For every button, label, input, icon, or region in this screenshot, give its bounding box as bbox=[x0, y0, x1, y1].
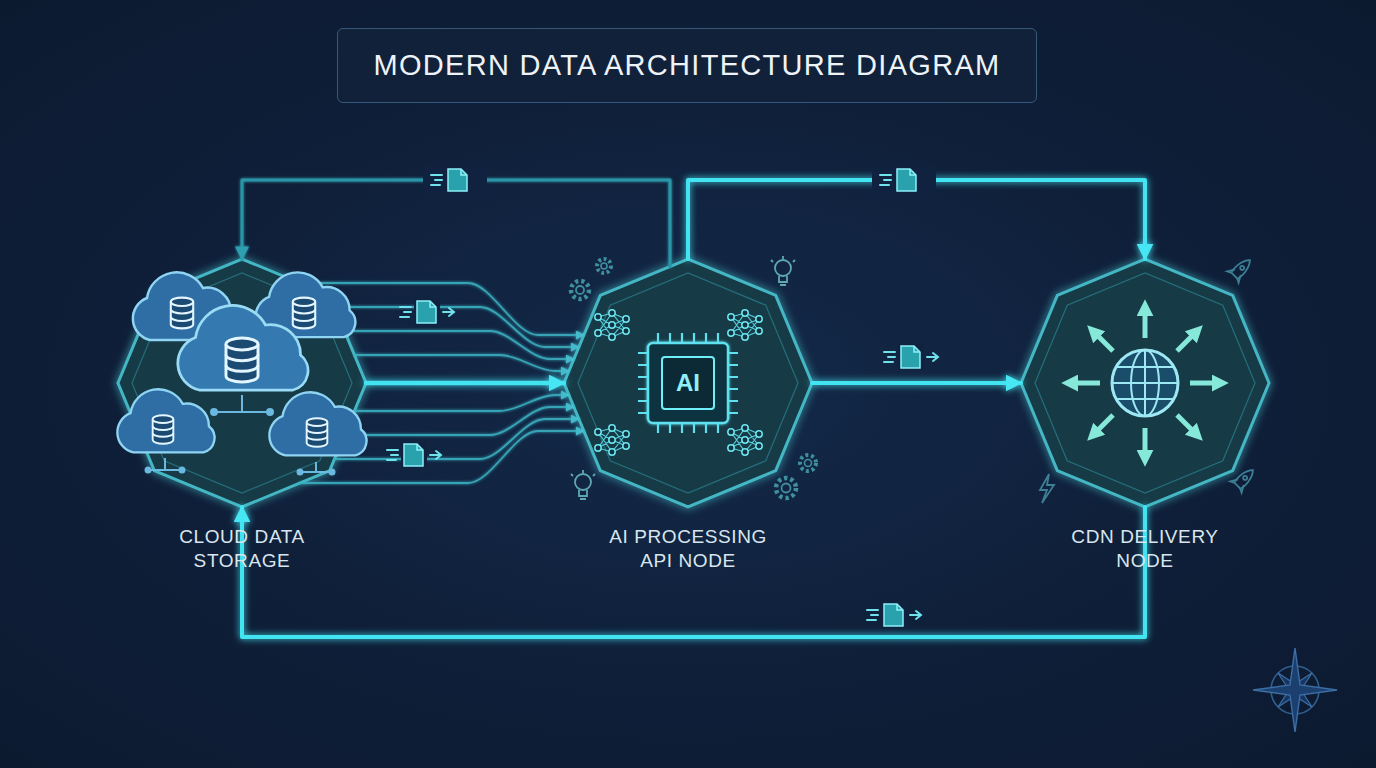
data-flow-arrow bbox=[366, 381, 564, 386]
gear-icon-part bbox=[776, 478, 796, 498]
octagon-node: CLOUD DATA STORAGE bbox=[114, 255, 370, 511]
compass-rose bbox=[1253, 648, 1337, 732]
data-flow-arrow bbox=[344, 407, 573, 435]
connector-group bbox=[242, 180, 1145, 637]
lightning-icon bbox=[1040, 474, 1054, 503]
rocket-icon-part-part bbox=[1239, 265, 1245, 271]
node-label: AI PROCESSING API NODE bbox=[596, 525, 781, 573]
data-flow-arrow bbox=[354, 355, 569, 371]
bulb-icon-part bbox=[775, 260, 791, 276]
node-label: CLOUD DATA STORAGE bbox=[150, 525, 335, 573]
gear-icon-part bbox=[597, 259, 611, 273]
chip-label: AI bbox=[658, 368, 718, 398]
rocket-icon-part-part bbox=[1230, 476, 1246, 492]
compass-rose-part bbox=[1278, 673, 1312, 707]
data-flow-arrow bbox=[344, 331, 573, 359]
title-box: MODERN DATA ARCHITECTURE DIAGRAM bbox=[337, 28, 1037, 103]
data-packet-icon bbox=[884, 344, 938, 370]
compass-rose-part bbox=[1253, 648, 1337, 732]
octagon-inner-ring bbox=[578, 273, 798, 493]
octagon-inner-ring bbox=[132, 273, 352, 493]
data-packet-icon bbox=[867, 602, 921, 628]
data-flow-arrow bbox=[688, 180, 1145, 259]
data-flow-arrow bbox=[354, 395, 569, 411]
octagon-node: CDN DELIVERY NODE bbox=[1017, 255, 1273, 511]
data-flow-arrow bbox=[812, 381, 1021, 385]
bulb-icon-part bbox=[771, 256, 795, 285]
octagon-border bbox=[1021, 259, 1269, 507]
octagon-node: AIAI PROCESSING API NODE bbox=[560, 255, 816, 511]
octagon-border bbox=[118, 259, 366, 507]
octagon-outline bbox=[114, 255, 370, 511]
gear-icon-part bbox=[805, 460, 812, 467]
rocket-icon-part-part bbox=[1242, 475, 1248, 481]
data-packet-icon bbox=[400, 299, 454, 325]
rocket-icon-part-part bbox=[1234, 466, 1257, 489]
data-packet-icon bbox=[872, 167, 936, 193]
bulb-icon-part bbox=[571, 470, 595, 499]
network-connector-part bbox=[146, 468, 151, 473]
data-packet-icon bbox=[423, 167, 487, 193]
bulb-icon-part bbox=[575, 474, 591, 490]
data-flow-arrow bbox=[242, 180, 670, 266]
rocket-icon-part-part bbox=[1227, 266, 1243, 282]
gear-icon-part bbox=[782, 484, 791, 493]
rocket-icon-part bbox=[1227, 254, 1255, 282]
octagon-outline bbox=[1017, 255, 1273, 511]
gear-icon-part bbox=[800, 455, 816, 471]
gear-icon-part bbox=[576, 286, 584, 294]
node-label: CDN DELIVERY NODE bbox=[1053, 525, 1238, 573]
diagram-title: MODERN DATA ARCHITECTURE DIAGRAM bbox=[373, 49, 1000, 82]
data-flow-arrow bbox=[335, 307, 579, 347]
data-flow-arrow bbox=[335, 419, 579, 459]
compass-rose-part bbox=[1271, 666, 1319, 714]
gear-icon-part bbox=[571, 281, 589, 299]
data-packet-icon bbox=[387, 442, 441, 468]
rocket-icon-part-part bbox=[1231, 256, 1254, 279]
octagon-inner-ring bbox=[1035, 273, 1255, 493]
gear-icon-part bbox=[601, 263, 607, 269]
octagon-border bbox=[564, 259, 812, 507]
data-flow-arrow bbox=[242, 507, 1145, 637]
